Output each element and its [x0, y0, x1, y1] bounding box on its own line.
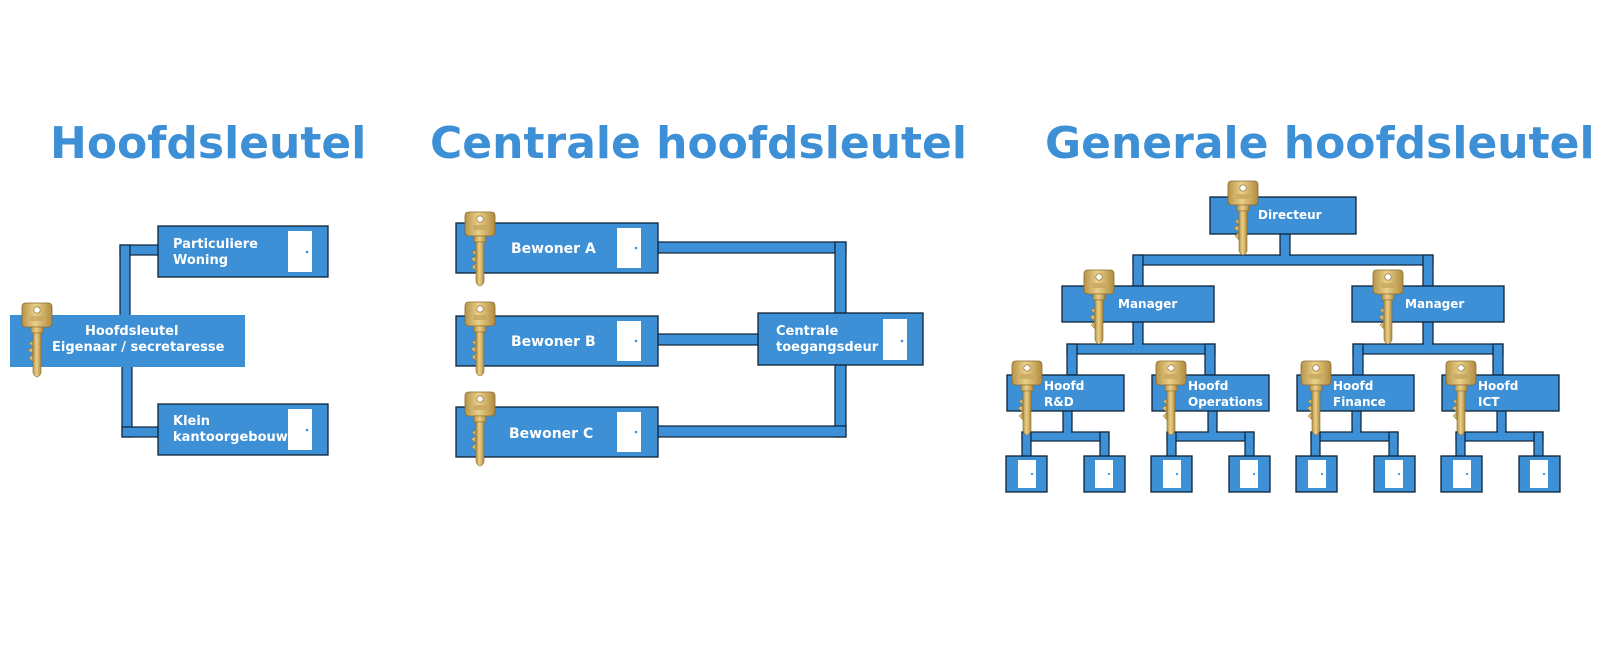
head-box-operations: Hoofd Operations: [1151, 360, 1270, 436]
manager-label: Manager: [1118, 297, 1177, 311]
title-hoofdsleutel: Hoofdsleutel: [50, 118, 367, 169]
section-hoofdsleutel: Hoofdsleutel Eigenaar / secretaresse Par…: [10, 225, 329, 456]
door-icon: [1083, 455, 1126, 493]
door-label-line2: kantoorgebouw: [173, 430, 288, 445]
head-label-line1: Hoofd: [1333, 379, 1373, 393]
door-box-klein-kantoorgebouw: Klein kantoorgebouw: [157, 403, 329, 456]
head-label-line2: Finance: [1333, 395, 1386, 409]
door-label-line2: Woning: [173, 253, 228, 268]
door-icon: [1440, 455, 1483, 493]
resident-box-c: Bewoner C: [455, 391, 659, 467]
door-icon: [1150, 455, 1193, 493]
central-label-line1: Centrale: [776, 324, 838, 339]
head-box-finance: Hoofd Finance: [1296, 360, 1415, 436]
title-generale-hoofdsleutel: Generale hoofdsleutel: [1045, 118, 1595, 169]
head-label-line2: Operations: [1188, 395, 1263, 409]
door-icon: [1373, 455, 1416, 493]
master-box-line2: Eigenaar / secretaresse: [52, 340, 225, 355]
door-icon: [617, 412, 641, 452]
manager-box-right: Manager: [1351, 269, 1505, 345]
door-icon: [288, 409, 312, 450]
door-icon: [617, 321, 641, 361]
door-label-line1: Klein: [173, 414, 210, 429]
door-icon: [1518, 455, 1561, 493]
head-label-line2: ICT: [1478, 395, 1500, 409]
door-icon: [617, 228, 641, 268]
connector-pipes: [1021, 231, 1544, 459]
section-centrale-hoofdsleutel: Bewoner A Bewoner B Bewoner C Centrale t…: [455, 211, 924, 467]
connector-pipes: [655, 241, 847, 438]
resident-label: Bewoner C: [509, 426, 593, 442]
door-icon: [1228, 455, 1271, 493]
title-centrale-hoofdsleutel: Centrale hoofdsleutel: [430, 118, 967, 169]
master-box-line1: Hoofdsleutel: [85, 324, 178, 339]
director-box: Directeur: [1209, 180, 1357, 256]
manager-label: Manager: [1405, 297, 1464, 311]
door-icon: [883, 319, 907, 360]
head-label-line2: R&D: [1044, 395, 1074, 409]
central-label-line2: toegangsdeur: [776, 340, 879, 355]
door-box-particuliere-woning: Particuliere Woning: [157, 225, 329, 278]
door-boxes: [1005, 455, 1561, 493]
door-icon: [1295, 455, 1338, 493]
central-entrance-box: Centrale toegangsdeur: [757, 312, 924, 366]
door-icon: [1005, 455, 1048, 493]
head-box-rd: Hoofd R&D: [1006, 360, 1125, 436]
resident-box-a: Bewoner A: [455, 211, 659, 287]
resident-box-b: Bewoner B: [455, 301, 659, 377]
door-label-line1: Particuliere: [173, 237, 258, 252]
head-label-line1: Hoofd: [1478, 379, 1518, 393]
director-label: Directeur: [1258, 208, 1322, 222]
head-box-ict: Hoofd ICT: [1441, 360, 1560, 436]
door-icon: [288, 231, 312, 272]
resident-label: Bewoner B: [511, 334, 596, 350]
section-generale-hoofdsleutel: Directeur Manager Manager Hoofd R&D Hoof…: [1005, 180, 1561, 493]
manager-box-left: Manager: [1061, 269, 1215, 345]
resident-label: Bewoner A: [511, 241, 596, 257]
head-label-line1: Hoofd: [1188, 379, 1228, 393]
head-label-line1: Hoofd: [1044, 379, 1084, 393]
master-key-box: Hoofdsleutel Eigenaar / secretaresse: [10, 302, 245, 378]
